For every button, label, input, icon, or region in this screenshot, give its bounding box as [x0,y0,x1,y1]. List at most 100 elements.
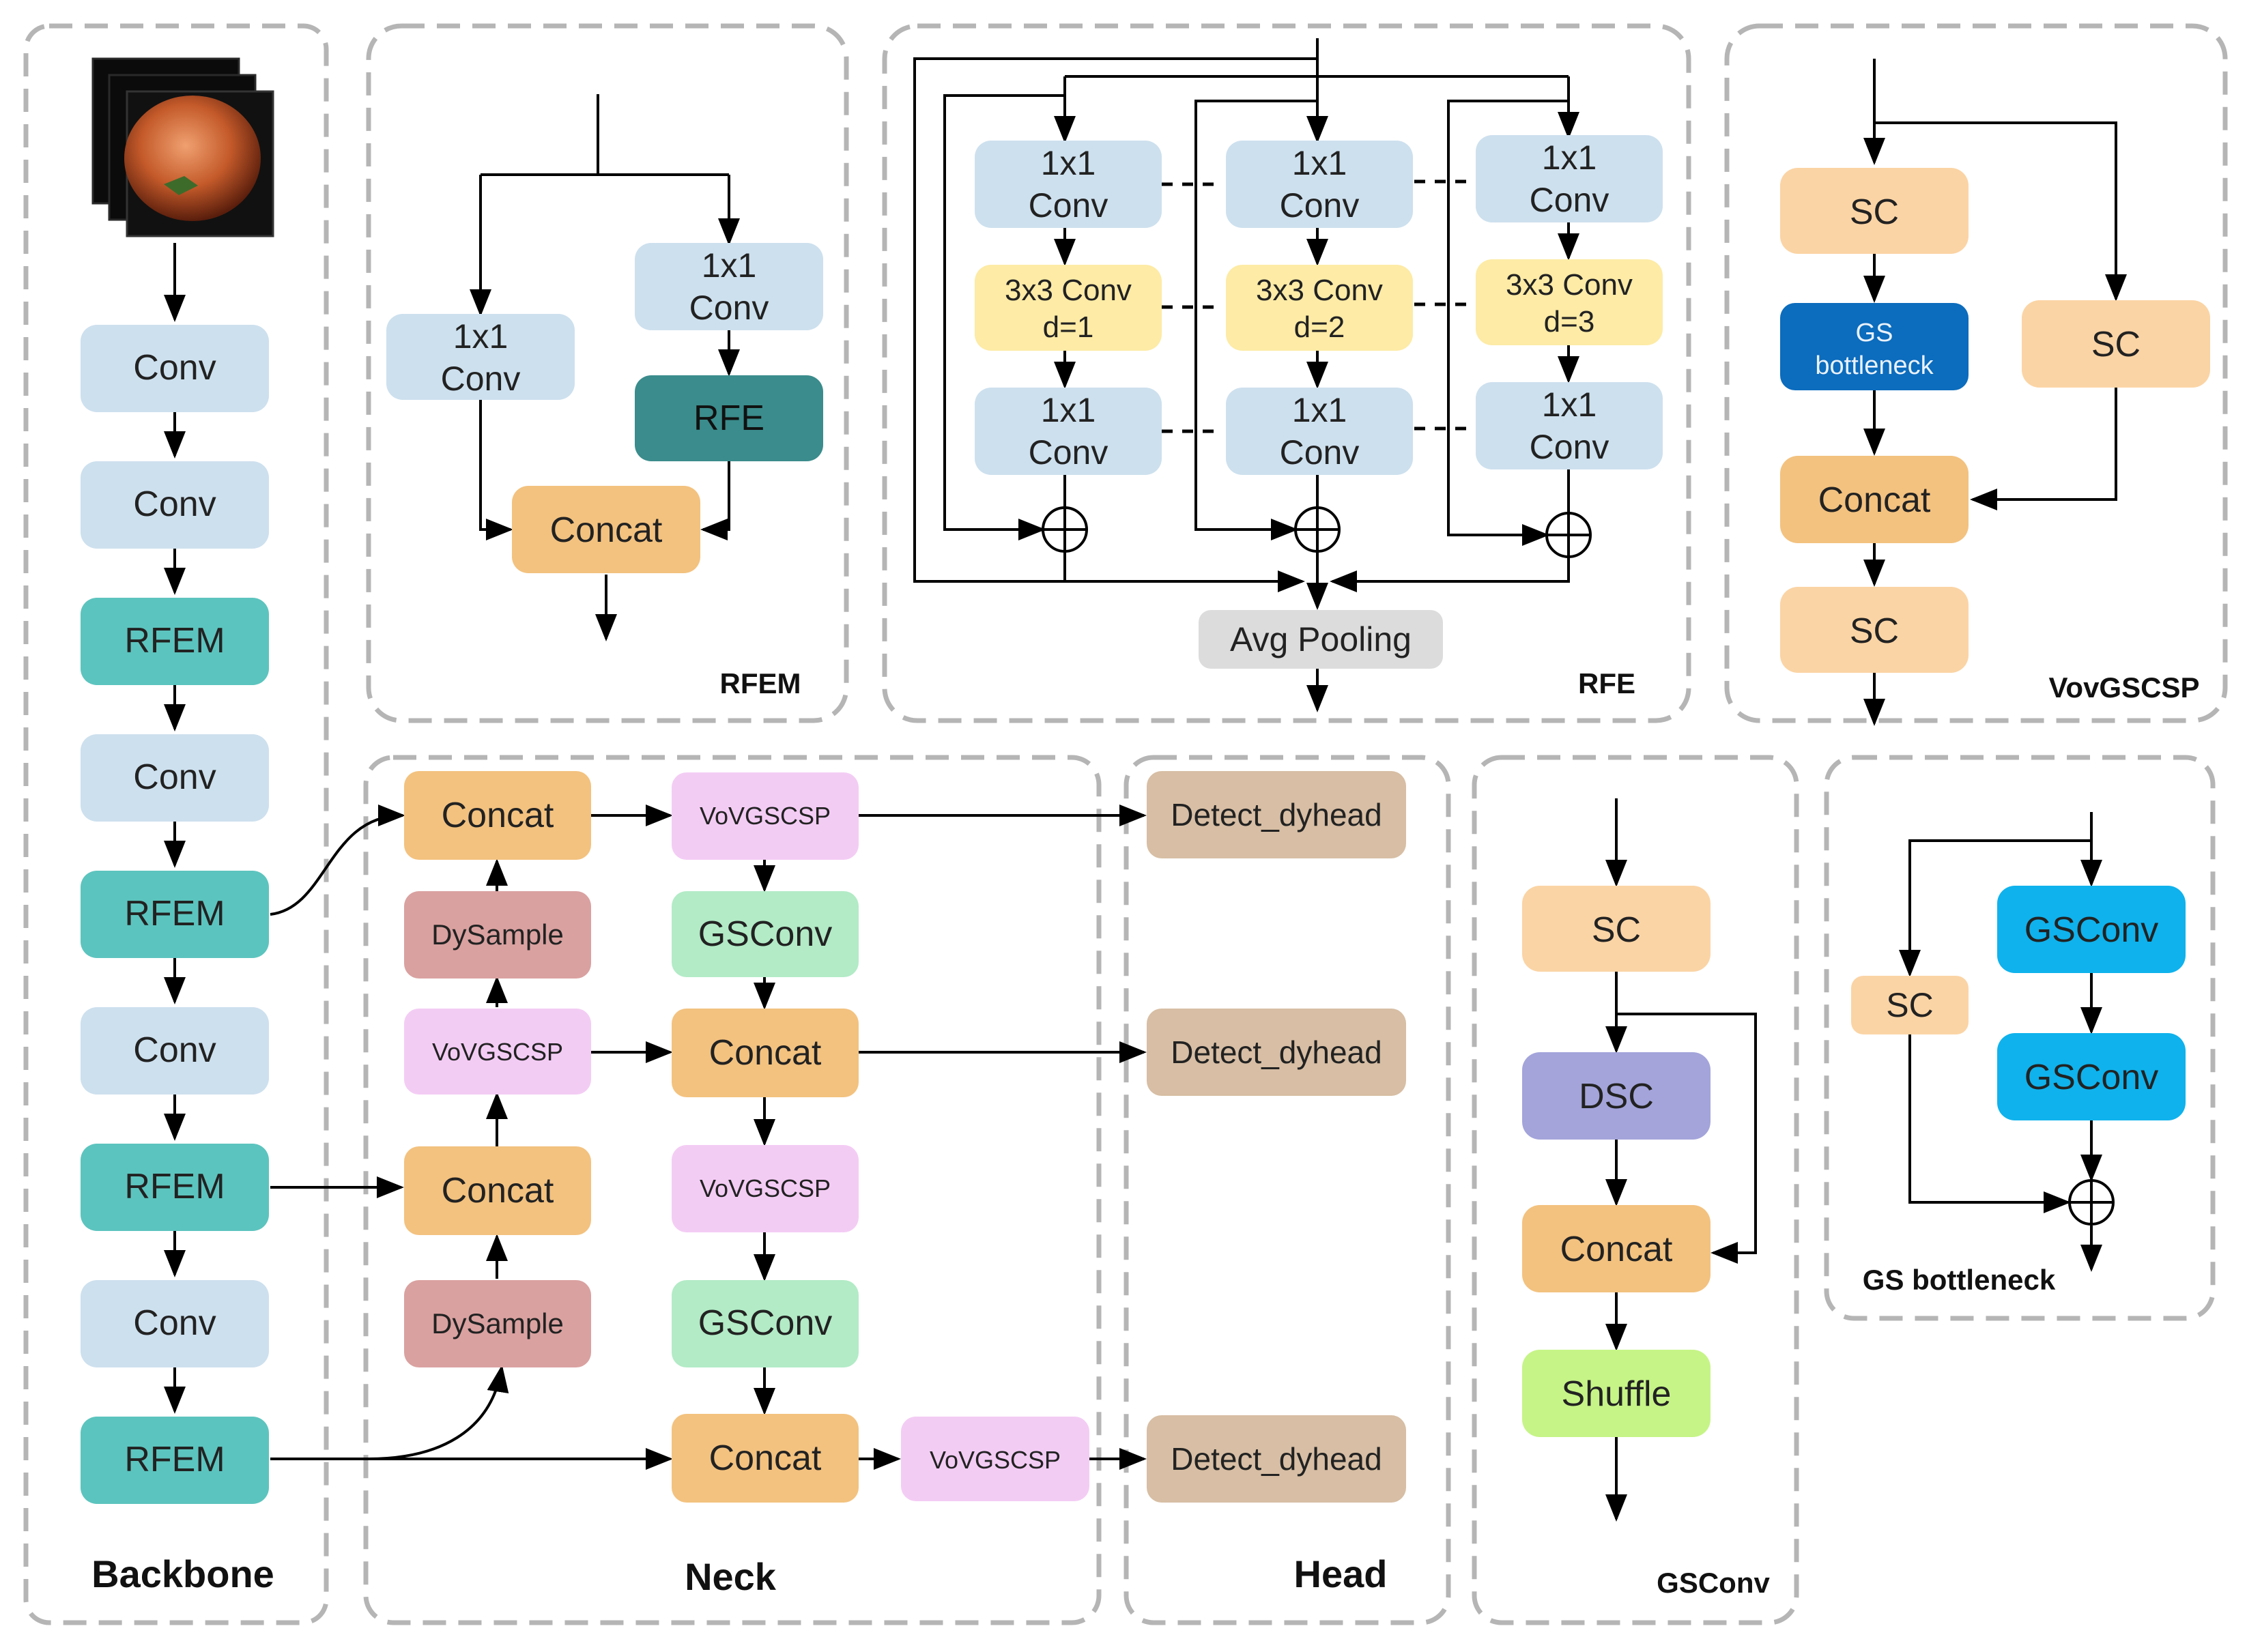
block-label: Conv [441,360,521,398]
block-label: Conv [133,348,216,388]
neck-gsconv-bottom: GSConv [672,1280,859,1367]
neck-dysample-bottom: DySample [404,1280,591,1367]
block-label: Conv [133,1303,216,1343]
block-label: RFE [693,398,764,438]
neck-title: Neck [685,1555,777,1598]
vov-concat: Concat [1780,456,1969,543]
block-label: Conv [133,1030,216,1070]
block-label: Concat [709,1033,822,1073]
connectors [164,38,2127,1522]
block-label: Concat [442,796,554,835]
block-label: 3x3 Conv [1005,274,1132,307]
block-label: SC [1850,611,1899,651]
neck-gsconv-top: GSConv [672,891,859,977]
block-label: GS [1856,319,1893,347]
block-label: Detect_dyhead [1171,797,1382,832]
gsconv-panel [1472,755,1799,1625]
block-label: VoVGSCSP [930,1446,1061,1474]
block-label: Shuffle [1562,1374,1672,1414]
panel-borders [23,23,2228,1625]
rfem-panel [366,23,849,723]
block-label: 3x3 Conv [1256,274,1383,307]
block-label: SC [1886,986,1933,1024]
block-label: DySample [431,918,564,951]
block-label: 3x3 Conv [1506,268,1633,302]
neck-concat-bottom: Concat [672,1414,859,1503]
rfem-rfe-block: RFE [635,375,823,461]
backbone-conv-2: Conv [81,461,269,549]
rfe-avg-pooling: Avg Pooling [1199,610,1443,669]
vov-sc-bottom: SC [1780,587,1969,673]
backbone-title: Backbone [91,1552,274,1595]
sum-nodes [1042,506,2115,1226]
neck-vovgscsp-bottom: VoVGSCSP [901,1417,1089,1501]
neck-vovgscsp-top: VoVGSCSP [672,772,859,860]
block-label: Conv [1029,433,1108,472]
block-label: Conv [1029,186,1108,224]
backbone-conv-3: Conv [81,734,269,822]
gsconv-dsc: DSC [1522,1052,1711,1140]
gsb-gsconv-top: GSConv [1997,886,2186,973]
neck-concat-top: Concat [404,771,591,860]
rfem-concat: Concat [512,486,700,573]
block-label: Conv [1530,428,1609,466]
block-label: Concat [709,1438,822,1478]
neck-vovgscsp-left: VoVGSCSP [404,1009,591,1095]
block-label: 1x1 [1041,144,1096,182]
block-label: Conv [133,484,216,524]
block-label: Conv [1280,186,1360,224]
head-title: Head [1294,1552,1388,1595]
block-label: bottleneck [1815,351,1934,380]
block-label: d=2 [1294,310,1345,344]
block-label: VoVGSCSP [432,1038,563,1066]
block-label: SC [2091,325,2141,364]
block-label: Concat [1560,1230,1673,1269]
neck-concat-mid-left: Concat [404,1146,591,1235]
block-label: RFEM [124,621,225,661]
block-label: GSConv [2024,1058,2159,1097]
neck-concat-mid: Concat [672,1009,859,1097]
backbone-rfem-4: RFEM [81,1417,269,1504]
sum-icon [1294,506,1341,553]
backbone-rfem-2: RFEM [81,871,269,958]
gsconv-concat: Concat [1522,1205,1711,1292]
block-label: SC [1592,910,1641,950]
block-label: Concat [442,1171,554,1211]
gsconv-shuffle: Shuffle [1522,1350,1711,1437]
sum-icon [1545,512,1592,558]
rfe-title: RFE [1578,667,1635,699]
block-label: Concat [1818,480,1931,520]
gs-bottleneck-title: GS bottleneck [1863,1264,2056,1296]
gsb-gsconv-bottom: GSConv [1997,1033,2186,1120]
neck-dysample-top: DySample [404,891,591,979]
block-label: RFEM [124,1167,225,1206]
head-detect-3: Detect_dyhead [1147,1415,1406,1503]
block-label: DSC [1579,1077,1654,1116]
block-label: 1x1 [453,317,509,356]
block-label: 1x1 [1292,144,1347,182]
block-label: RFEM [124,1440,225,1479]
block-label: GSConv [2024,910,2159,950]
vov-gs-bottleneck: GS bottleneck [1780,303,1969,390]
vovgscsp-panel [1724,23,2228,723]
gsb-sc: SC [1851,976,1969,1034]
rfe-dashed-links [1162,179,1472,433]
block-label: Conv [1280,433,1360,472]
gsconv-title: GSConv [1657,1567,1770,1599]
block-label: Concat [550,510,663,550]
backbone-panel [23,23,329,1625]
tomato-photo-stack-icon [91,57,274,237]
block-label: DySample [431,1307,564,1339]
block-label: 1x1 [1542,386,1597,424]
sum-icon [1042,506,1088,553]
block-label: Avg Pooling [1230,620,1412,658]
head-detect-1: Detect_dyhead [1147,771,1406,858]
